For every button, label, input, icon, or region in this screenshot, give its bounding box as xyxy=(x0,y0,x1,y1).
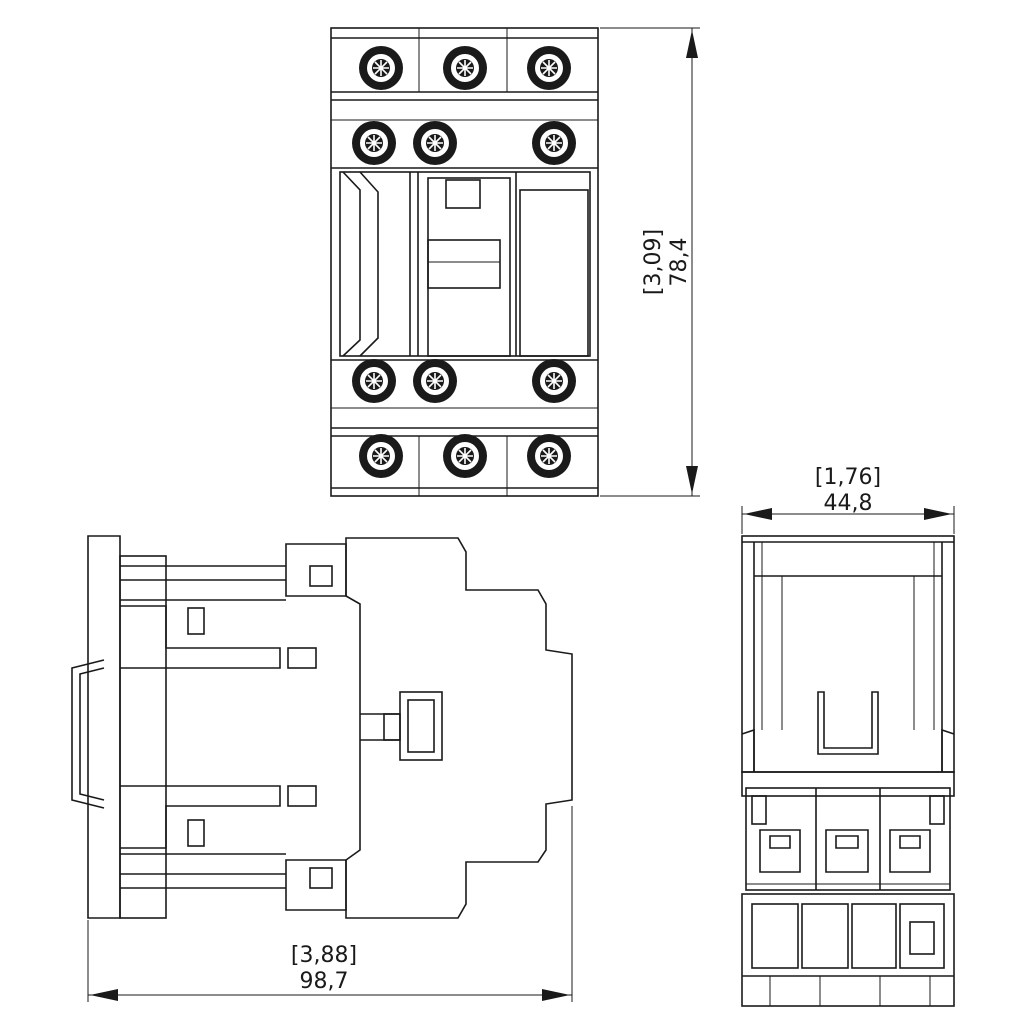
terminal-screw xyxy=(413,121,457,165)
depth-inch-label: [3,88] xyxy=(291,943,357,968)
width-mm-label: 44,8 xyxy=(824,491,873,516)
terminal-screw xyxy=(532,121,576,165)
terminal-screw xyxy=(352,121,396,165)
terminal-screw xyxy=(443,434,487,478)
side-view xyxy=(71,535,573,919)
terminal-screw xyxy=(443,46,487,90)
front-view xyxy=(330,27,599,497)
terminal-screw xyxy=(352,359,396,403)
height-inch-label: [3,09] xyxy=(641,229,666,295)
terminal-screw xyxy=(413,359,457,403)
depth-dimension: [3,88] 98,7 xyxy=(87,806,573,1002)
terminal-screw xyxy=(527,434,571,478)
screw-group xyxy=(352,46,576,478)
terminal-screw xyxy=(359,434,403,478)
height-mm-label: 78,4 xyxy=(667,238,692,287)
height-dimension: [3,09] 78,4 xyxy=(600,27,700,497)
depth-mm-label: 98,7 xyxy=(300,969,349,994)
width-dimension: [1,76] 44,8 xyxy=(741,465,955,534)
width-inch-label: [1,76] xyxy=(815,465,881,490)
end-view xyxy=(741,535,955,1007)
terminal-screw xyxy=(532,359,576,403)
terminal-screw xyxy=(359,46,403,90)
terminal-screw xyxy=(527,46,571,90)
